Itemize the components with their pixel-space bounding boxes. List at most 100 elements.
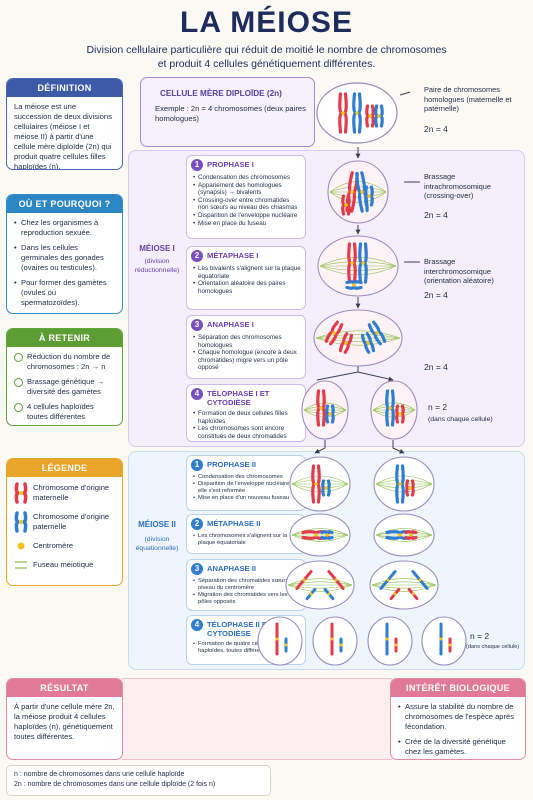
maternal-chromosome [338,92,348,134]
step-number: 3 [191,563,203,575]
paternal-chromosome [325,404,335,424]
list-item: Condensation des chromosomes [193,174,301,182]
cell-membrane [421,616,467,666]
metaphase-1-count: 2n = 4 [424,290,448,300]
chromatid [339,637,343,653]
footnote-line-2: 2n : nombre de chromosomes dans une cell… [14,781,216,788]
list-item: Chez les organismes à reproduction sexué… [14,218,115,238]
spindle-fiber [319,256,397,267]
spindle-fiber [287,578,353,586]
chromatid [385,622,389,656]
list-item: Disparition de l'enveloppe nucléaire si … [193,481,301,495]
maternal-chromosome [365,104,375,128]
paternal-chromosome [374,104,384,128]
spindle-fiber [375,528,433,536]
chromosome [405,479,415,497]
step-number: 4 [191,619,203,631]
spindle-fiber [315,330,401,339]
chromatid [284,637,288,653]
paternal-chromosome [352,92,362,134]
maternal-chromosome [316,389,326,427]
step-number: 3 [191,319,203,331]
biological-interest-card: INTÉRÊT BIOLOGIQUE Assure la stabilité d… [390,678,526,760]
legend-item-spindle: Fuseau méiotique [14,559,115,571]
step-number: 1 [191,159,203,171]
chromatid [323,587,335,601]
list-item: Formation de deux cellules filles haploï… [193,410,301,425]
key-point-text: 4 cellules haploïdes toutes différentes [27,402,94,421]
phase-title: MÉTAPHASE II [207,519,261,528]
list-item: Crée de la diversité génétique chez les … [398,737,518,757]
phase-title: PROPHASE I [207,160,254,169]
paternal-chromosome [360,332,376,354]
list-item: Appariement des homologues (synapsis) → … [193,182,301,197]
circle-bullet-icon [14,378,23,387]
centromere-icon [17,542,25,550]
metaphase-1-note: Brassage interchromosomique (orientation… [424,257,494,285]
subtitle-line-2: et produit 4 cellules génétiquement diff… [157,58,376,70]
list-item: Migration des chromatides vers les pôles… [193,592,301,606]
spindle-fiber [287,581,353,586]
list-item: Les chromosomes sont encore constitués d… [193,425,301,440]
chromatid [448,637,452,653]
phase-card-prophase-1: 1 PROPHASE I Condensation des chromosomes… [186,155,306,239]
meiosis-1-sublabel: (division réductionnelle) [134,258,180,274]
page-subtitle: Division cellulaire particulière qui réd… [40,43,493,71]
spindle-fiber [291,528,349,536]
where-why-header: OÙ ET POURQUOI ? [7,195,122,213]
meiosis-2-sublabel: (division équationnelle) [135,536,179,552]
key-point-text: Brassage génétique → diversité des gamèt… [27,377,105,396]
prophase-1-note: Brassage intrachromosomique (crossing-ov… [424,172,491,200]
mother-cell-title: CELLULE MÈRE DIPLOÏDE (2n) [160,89,282,98]
result-card: RÉSULTAT À partir d'une cellule mère 2n,… [6,678,123,760]
chromatid [305,587,317,601]
spindle-fiber [371,584,437,589]
list-item: Disparition de l'enveloppe nucléaire [193,212,301,220]
list-item: Pour former des gamètes (ovules ou sperm… [14,278,115,308]
meiosis-2-count-note: (dans chaque cellule) [466,644,520,650]
paternal-chromosome [385,389,395,427]
paternal-chromosome-icon [14,511,28,533]
phase-title: TÉLOPHASE I ET CYTODIÈSE [207,389,270,407]
page-title: LA MÉIOSE [180,6,353,39]
key-point-text: Réduction du nombre de chromosomes : 2n … [27,352,111,371]
spindle-fiber [329,191,387,203]
maternal-chromosome [338,332,354,354]
meiosis-1-label: MÉIOSE I [139,244,175,253]
list-item: Dans les cellules germinales des gonades… [14,243,115,273]
list-item: Séparation des chromatides sœurs au nive… [193,578,301,592]
anaphase-1-count: 2n = 4 [424,362,448,372]
circle-bullet-icon [14,353,23,362]
result-cells-band [122,678,392,760]
chromatid [295,570,313,590]
list-item: Formation de quatre cellules filles hapl… [193,641,301,655]
list-item: Chaque homologue (encore à deux chromati… [193,349,301,372]
footnote-line-1: n : nombre de chromosomes dans une cellu… [14,771,185,778]
chromatid [389,587,401,601]
biological-interest-header: INTÉRÊT BIOLOGIQUE [391,679,525,697]
legend-label: Centromère [33,541,74,550]
cell-membrane [257,616,303,666]
homologous-pair-note: Paire de chromosomes homologues (materne… [424,85,512,113]
where-why-card: OÙ ET POURQUOI ? Chez les organismes à r… [6,194,123,314]
list-item: Les bivalents s'alignent sur la plaque é… [193,265,301,280]
paternal-chromosome [345,280,363,290]
legend-item-maternal: Chromosome d'origine maternelle [14,482,115,504]
chromosome [321,479,331,497]
chromosome [311,464,321,504]
legend-item-centromere: Centromère [14,540,115,552]
spindle-fiber [315,337,401,346]
definition-card: DÉFINITION La méiose est une succession … [6,78,123,170]
chromatid [407,587,419,601]
key-points-header: À RETENIR [7,329,122,347]
telophase-1-count: n = 2 [428,402,448,412]
list-item: Crossing-over entre chromatides non sœur… [193,197,301,212]
spindle-fiber [371,578,437,586]
meiosis-2-label: MÉIOSE II [138,520,176,529]
chromatid [330,622,334,656]
phase-title: ANAPHASE I [207,320,254,329]
